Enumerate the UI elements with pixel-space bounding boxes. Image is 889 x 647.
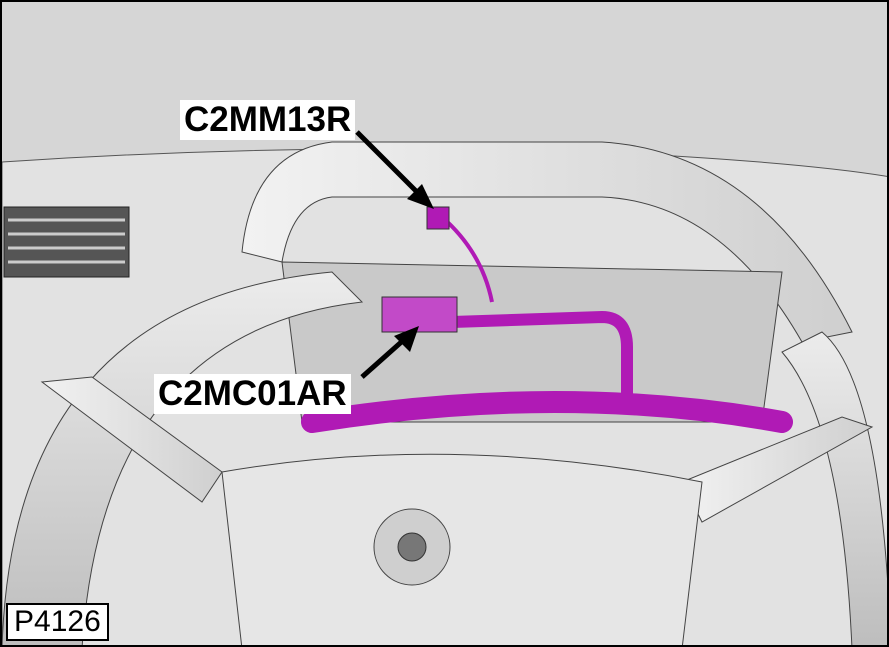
steering-wheel-rim-left [2, 271, 364, 645]
instrument-cowl [241, 141, 853, 343]
wiring-harness-main [301, 391, 793, 433]
steering-column-shroud [221, 453, 703, 645]
callout-arrows [355, 130, 434, 379]
figure-id: P4126 [6, 603, 109, 641]
wiring-harness-branch [451, 310, 633, 397]
steering-wheel-rim-right [781, 331, 887, 645]
air-vent [3, 206, 130, 278]
wiring-harness-upper [440, 215, 494, 303]
label-c2mm13r: C2MM13R [180, 100, 356, 140]
connector-c2mm13r [426, 206, 450, 230]
label-c2mc01ar: C2MC01AR [154, 374, 351, 414]
connector-c2mc01ar [381, 296, 458, 333]
